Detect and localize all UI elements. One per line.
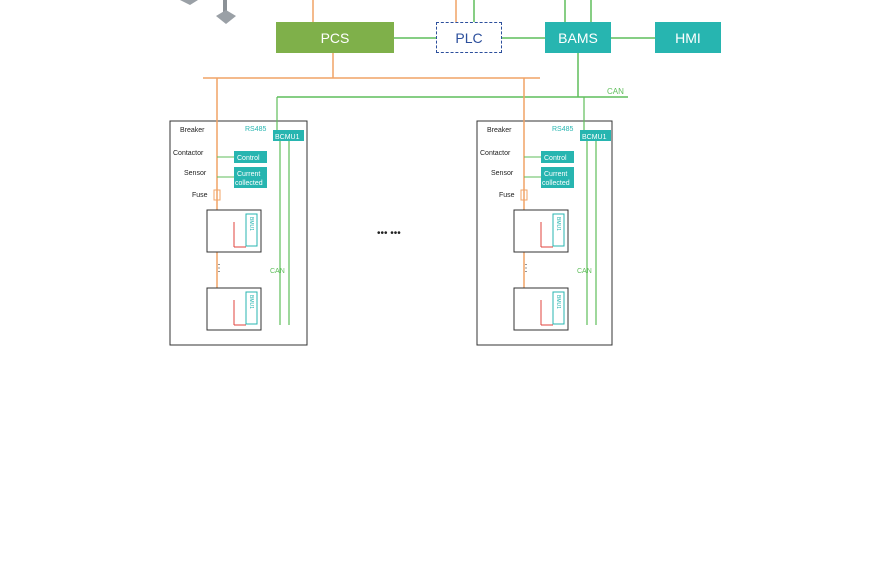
battery-module: BMU1	[206, 209, 262, 253]
hmi-box: HMI	[655, 22, 721, 53]
current-label-2: collected	[235, 180, 263, 187]
control-box	[541, 151, 574, 163]
bmu-label: BMU1	[555, 217, 561, 231]
sensor-label: Sensor	[491, 170, 514, 177]
bmu-label: BMU1	[248, 295, 254, 309]
rs485-label: RS485	[552, 126, 574, 133]
control-label: Control	[237, 155, 260, 162]
bcmu-label: BCMU1	[275, 134, 300, 141]
contactor-label: Contactor	[480, 150, 511, 157]
bcmu-box	[273, 130, 304, 141]
bcmu-box	[580, 130, 611, 141]
bcmu-label: BCMU1	[582, 134, 607, 141]
battery-module: BMU1	[206, 287, 262, 331]
battery-rack-2: Breaker Contactor Sensor Fuse RS485 BCMU…	[476, 78, 613, 346]
pcs-box: PCS	[276, 22, 394, 53]
control-label: Control	[544, 155, 567, 162]
bams-label: BAMS	[558, 29, 598, 46]
can-rack-label: CAN	[577, 268, 592, 275]
current-label: Current	[544, 171, 567, 178]
ellipsis: ••• •••	[377, 228, 401, 239]
current-box	[234, 167, 267, 188]
can-rack-label: CAN	[270, 268, 285, 275]
bams-box: BAMS	[545, 22, 611, 53]
plc-label: PLC	[455, 29, 483, 46]
current-label-2: collected	[542, 180, 570, 187]
bmu-label: BMU1	[248, 217, 254, 231]
svg-text:⋮: ⋮	[521, 263, 531, 274]
fuse-label: Fuse	[192, 192, 208, 199]
top-connections	[312, 0, 655, 97]
battery-module: BMU1	[513, 287, 569, 331]
rs485-label: RS485	[245, 126, 267, 133]
plc-box: PLC	[436, 22, 502, 53]
breaker-label: Breaker	[180, 127, 205, 134]
control-box	[234, 151, 267, 163]
contactor-label: Contactor	[173, 150, 204, 157]
svg-text:⋮: ⋮	[214, 263, 224, 274]
can-bus-label: CAN	[607, 87, 624, 96]
hmi-label: HMI	[675, 29, 701, 46]
bmu-label: BMU1	[555, 295, 561, 309]
current-label: Current	[237, 171, 260, 178]
fuse-label: Fuse	[499, 192, 515, 199]
pcs-label: PCS	[320, 29, 350, 46]
battery-module: BMU1	[513, 209, 569, 253]
current-box	[541, 167, 574, 188]
battery-rack-1: Breaker Contactor Sensor Fuse RS485 BCMU…	[169, 78, 308, 346]
breaker-label: Breaker	[487, 127, 512, 134]
sensor-label: Sensor	[184, 170, 207, 177]
grid-tower-icon	[180, 0, 236, 24]
